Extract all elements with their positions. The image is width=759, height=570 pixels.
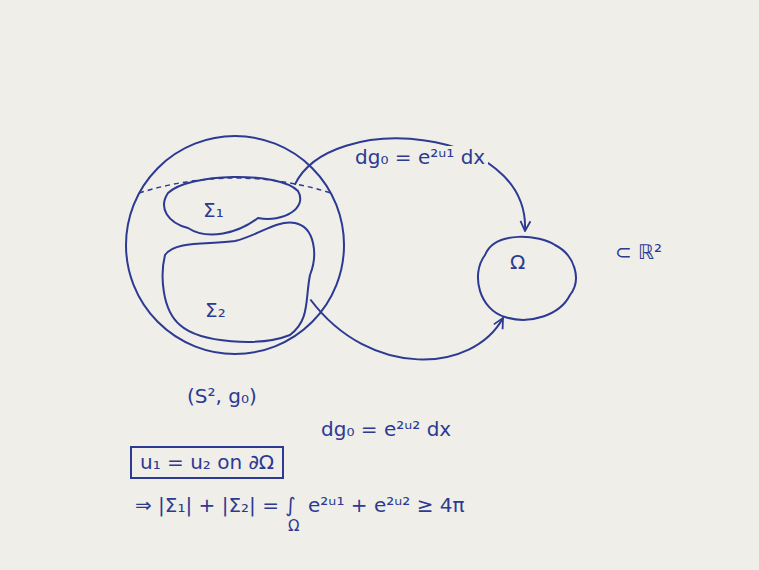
region-label: Ω [510, 251, 525, 274]
region-blob-outline [158, 173, 305, 243]
region-blob-outline [160, 215, 320, 345]
planar-domain-outline [470, 225, 580, 325]
region-label: Σ₂ [205, 299, 226, 322]
set-inclusion: ⊂ ℝ² [615, 241, 662, 264]
sphere-circle: (S², g₀)Σ₁Σ₂ [125, 135, 345, 355]
boxed-condition: u₁ = u₂ on ∂Ω [130, 446, 284, 479]
map-arrow [310, 300, 503, 360]
equation-text: ⇒ |Σ₁| + |Σ₂| = ∫ [135, 494, 296, 517]
region-label: Σ₁ [203, 199, 224, 222]
integral-domain: Ω [288, 518, 299, 535]
map-arrow [295, 138, 525, 231]
manifold-label: (S², g₀) [187, 385, 257, 408]
planar-domain: Ω [470, 225, 580, 325]
equation-text: e²ᵘ¹ + e²ᵘ² ≥ 4π [308, 494, 465, 517]
region-blob: Σ₁ [158, 173, 305, 243]
metric-label: dg₀ = e²ᵘ² dx [318, 418, 454, 441]
metric-label: dg₀ = e²ᵘ¹ dx [352, 146, 488, 169]
sphere-circle-outline [125, 135, 345, 355]
region-blob: Σ₂ [160, 215, 320, 345]
condition-text: u₁ = u₂ on ∂Ω [130, 446, 284, 479]
